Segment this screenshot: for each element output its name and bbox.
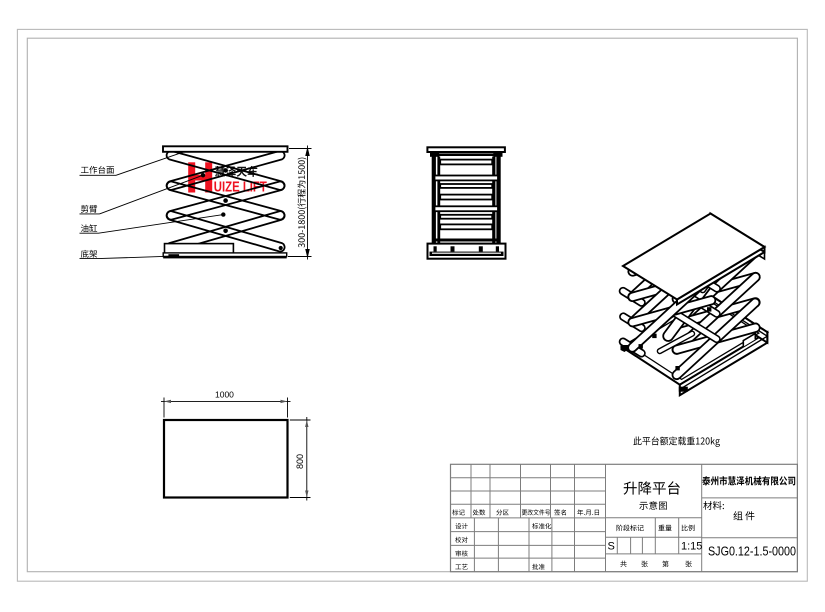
svg-text:1:15: 1:15 xyxy=(681,541,702,553)
svg-text:S: S xyxy=(608,541,615,553)
svg-text:800: 800 xyxy=(295,454,305,469)
svg-text:SJG0.12-1.5-0000: SJG0.12-1.5-0000 xyxy=(708,544,796,559)
svg-text:1000: 1000 xyxy=(215,390,234,400)
